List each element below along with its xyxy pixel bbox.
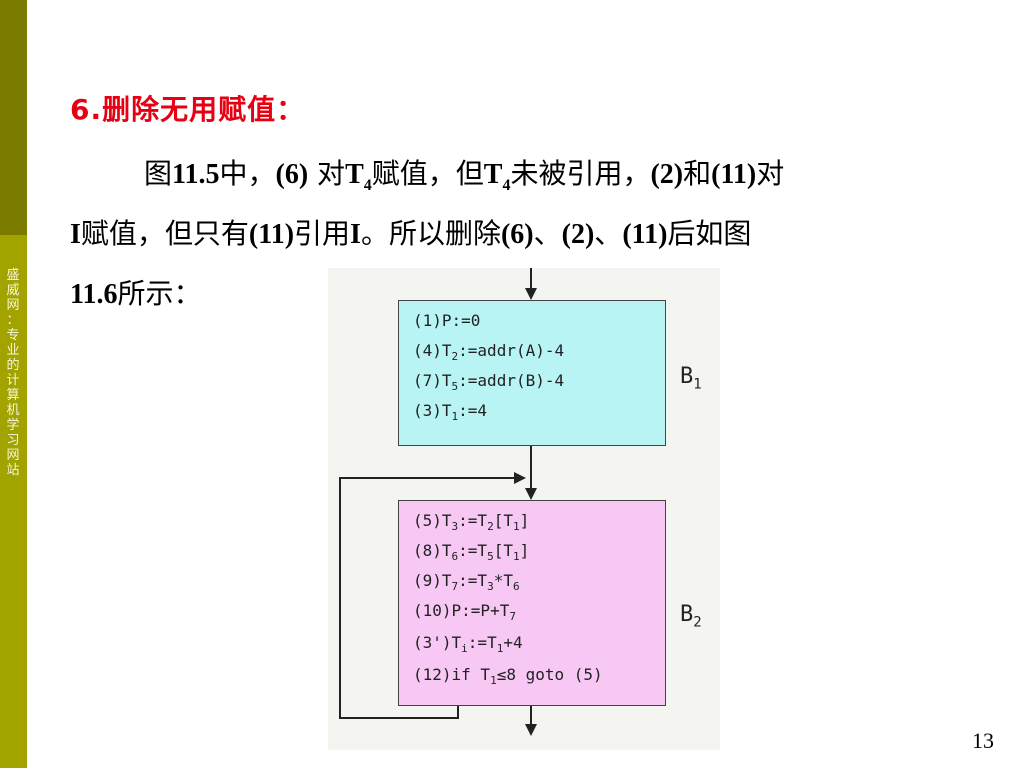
- flow-arrows: [339, 268, 537, 736]
- left-side-bar-top: [0, 0, 27, 235]
- block-label-b2: B2: [680, 602, 702, 631]
- paragraph-line-3: 11.6所示：: [70, 277, 202, 310]
- side-watermark-text: 盛威网 ：专业 的计算 机学习 网站: [6, 268, 20, 478]
- b2-line-3: (9)T7:=T3*T6: [413, 571, 520, 594]
- basic-block-b1: (1)P:=0 (4)T2:=addr(A)-4 (7)T5:=addr(B)-…: [398, 300, 666, 446]
- b2-line-5: (3')Ti:=T1+4: [413, 633, 523, 656]
- b1-line-2: (4)T2:=addr(A)-4: [413, 341, 565, 364]
- b2-line-4: (10)P:=P+T7: [413, 601, 516, 624]
- page-number: 13: [972, 728, 994, 753]
- b2-line-1: (5)T3:=T2[T1]: [413, 511, 530, 534]
- paragraph-line-1: 图11.5中，(6) 对T4赋值，但T4未被引用，(2)和(11)对: [144, 157, 785, 194]
- paragraph-line-2: I赋值，但只有(11)引用I。所以删除(6)、(2)、(11)后如图: [70, 217, 752, 250]
- section-heading: 6.删除无用赋值：: [70, 93, 306, 126]
- block-label-b1: B1: [680, 364, 702, 393]
- b1-line-4: (3)T1:=4: [413, 401, 488, 424]
- b2-line-2: (8)T6:=T5[T1]: [413, 541, 530, 564]
- flow-diagram: (1)P:=0 (4)T2:=addr(A)-4 (7)T5:=addr(B)-…: [328, 268, 720, 750]
- basic-block-b2: (5)T3:=T2[T1] (8)T6:=T5[T1] (9)T7:=T3*T6…: [398, 500, 666, 706]
- b1-line-3: (7)T5:=addr(B)-4: [413, 371, 565, 394]
- b2-line-6: (12)if T1≤8 goto (5): [413, 665, 603, 688]
- b1-line-1: (1)P:=0: [413, 311, 481, 330]
